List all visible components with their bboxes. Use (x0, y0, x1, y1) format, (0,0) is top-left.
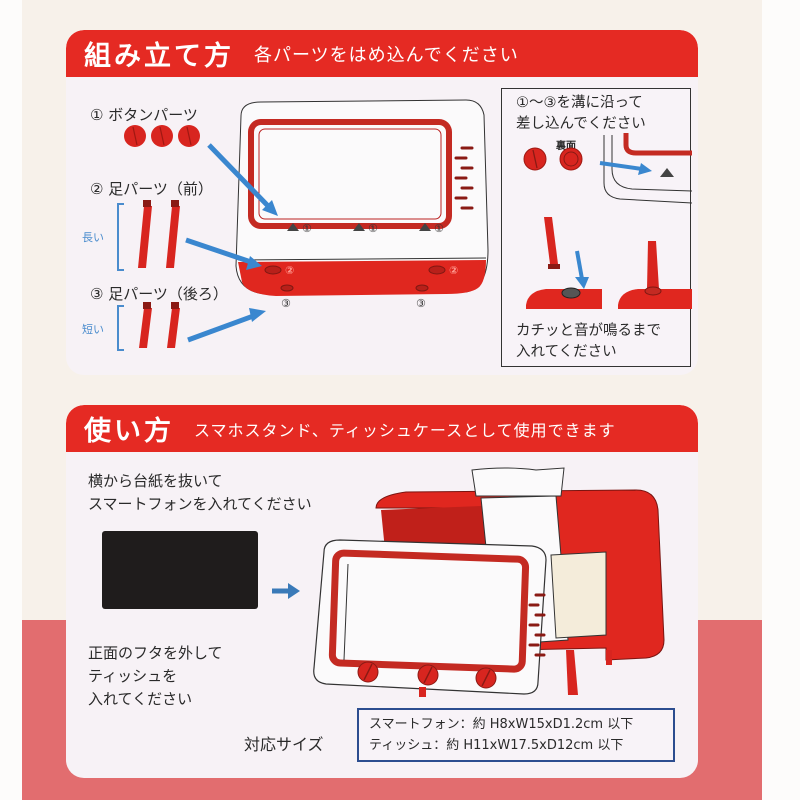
size-label: 対応サイズ (244, 735, 324, 754)
arrow-right-icon (272, 583, 300, 599)
inset-line-1: ①〜③を溝に沿って (516, 95, 643, 111)
front-legs-icon (117, 200, 180, 271)
part-1-label: ① ボタンパーツ (90, 106, 198, 124)
assembly-subtitle: 各パーツをはめ込んでください (254, 44, 519, 66)
inset-diagram (523, 133, 692, 309)
inset-bottom-line-1: カチッと音が鳴るまで (516, 323, 661, 339)
svg-text:②: ② (449, 264, 458, 277)
assembly-title: 組み立て方 (84, 41, 234, 72)
inset-instructions: ①〜③を溝に沿って 差し込んでください 裏面 カチッと音が鳴るまで 入れてくださ… (501, 88, 692, 367)
size-spec-box: スマートフォン：約 H8xW15xD1.2cm 以下 ティッシュ：約 H11xW… (357, 708, 675, 762)
back-legs-icon (117, 302, 180, 351)
step1-line-2: スマートフォンを入れてください (88, 495, 312, 513)
tv-assembly-diagram: ① ① ① ② ② ③ ③ (185, 99, 489, 343)
part-2-label: ② 足パーツ（前） (90, 180, 213, 198)
step2-line-1: 正面のフタを外して (88, 644, 223, 662)
usage-title: 使い方 (84, 416, 174, 447)
usage-panel: 使い方 スマホスタンド、ティッシュケースとして使用できます 横から台紙を抜いて … (66, 405, 698, 778)
inset-line-2: 差し込んでください (516, 116, 646, 132)
short-label: 短い (82, 323, 104, 336)
long-label: 長い (82, 231, 104, 244)
svg-text:③: ③ (416, 297, 426, 310)
assembly-panel: 組み立て方 各パーツをはめ込んでください ① ボタンパーツ ② 足パーツ（前） … (66, 30, 698, 375)
size-tissue: ティッシュ：約 H11xW17.5xD12cm 以下 (369, 738, 624, 753)
svg-text:①: ① (302, 222, 312, 235)
usage-header: 使い方 スマホスタンド、ティッシュケースとして使用できます (66, 405, 698, 452)
step2-line-2: ティッシュを (88, 667, 178, 685)
step2-line-3: 入れてください (88, 690, 193, 708)
tv-tissue-illustration (313, 467, 665, 697)
smartphone-icon (102, 531, 258, 609)
svg-text:②: ② (285, 264, 294, 277)
step1-line-1: 横から台紙を抜いて (88, 472, 223, 490)
back-side-label: 裏面 (556, 141, 576, 152)
svg-text:①: ① (434, 222, 444, 235)
size-smartphone: スマートフォン：約 H8xW15xD1.2cm 以下 (369, 717, 634, 732)
inset-bottom-line-2: 入れてください (516, 344, 617, 360)
svg-text:①: ① (368, 222, 378, 235)
button-parts-icon (124, 125, 200, 147)
usage-subtitle: スマホスタンド、ティッシュケースとして使用できます (194, 420, 616, 440)
part-3-label: ③ 足パーツ（後ろ） (90, 285, 228, 303)
assembly-header: 組み立て方 各パーツをはめ込んでください (66, 30, 698, 77)
svg-text:③: ③ (281, 297, 291, 310)
